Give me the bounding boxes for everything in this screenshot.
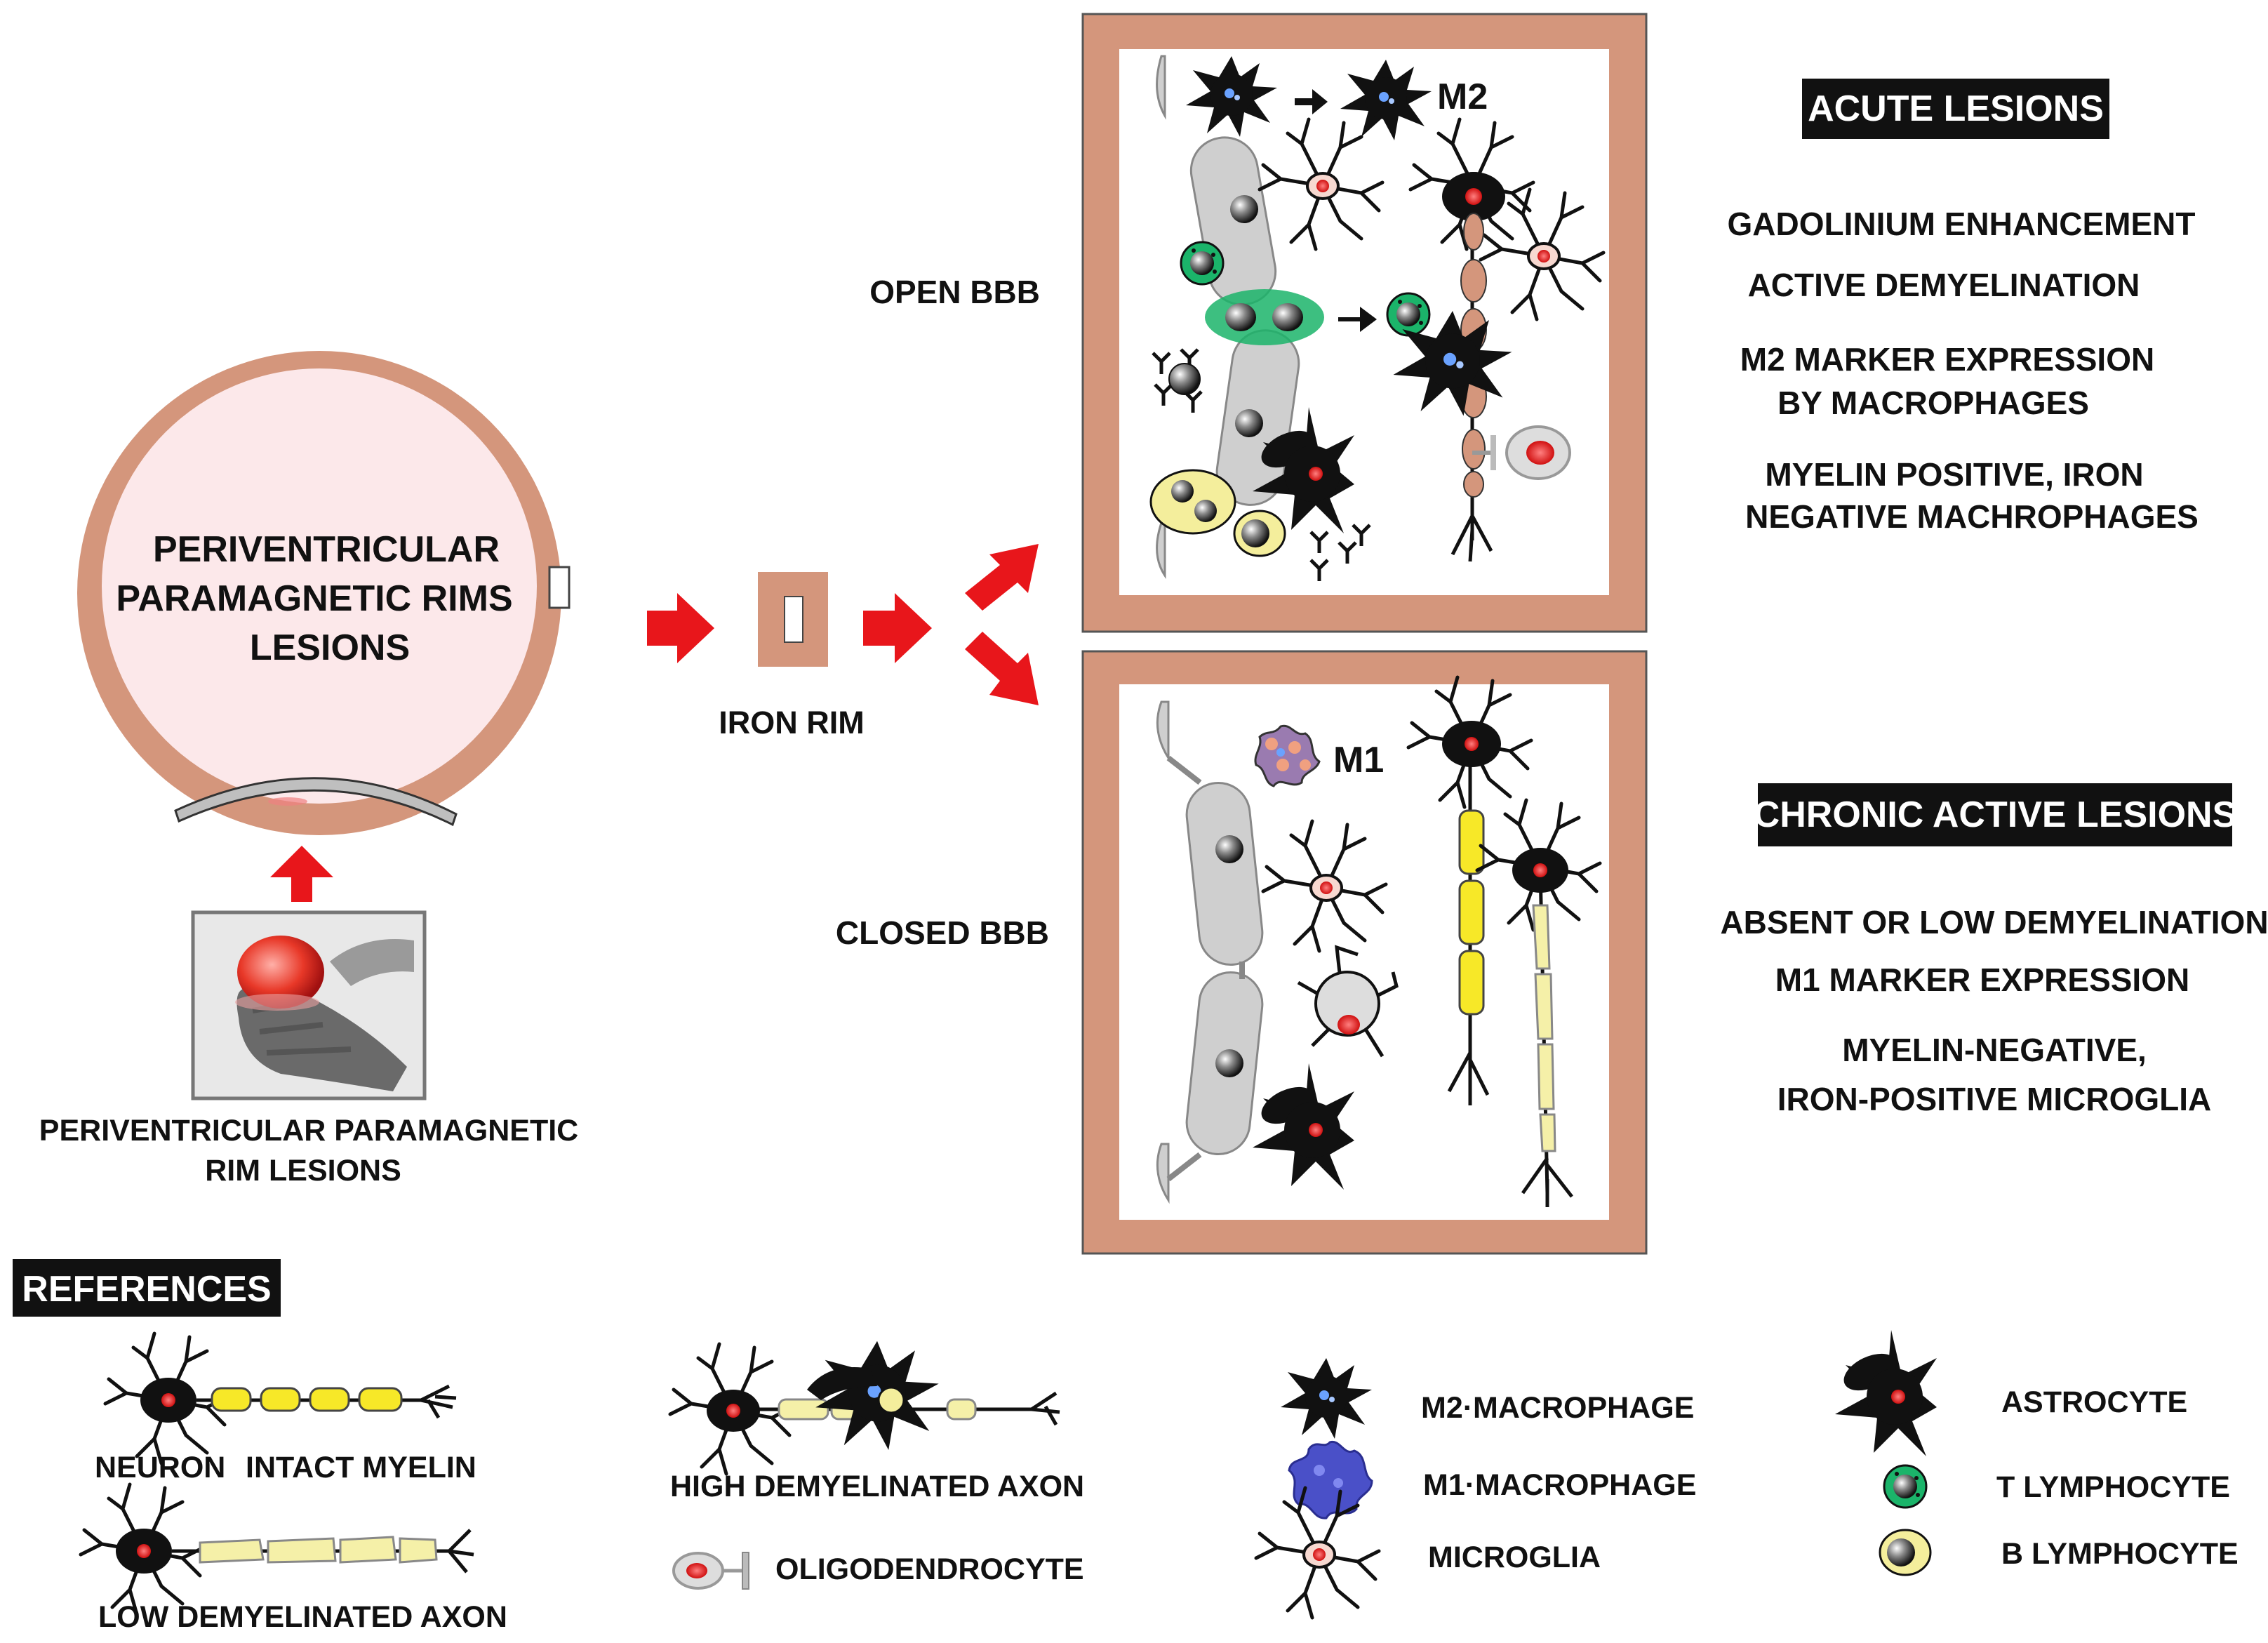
ref-astrocyte-label: ASTROCYTE <box>2001 1385 2187 1419</box>
arrow-down-right <box>965 632 1039 705</box>
m1-panel-macrophage <box>1254 724 1321 787</box>
arrow-right-1 <box>647 593 714 663</box>
chronic-line-3: MYELIN-NEGATIVE, <box>1842 1032 2147 1068</box>
iron-rim-label: IRON RIM <box>719 705 865 740</box>
acute-header: ACUTE LESIONS <box>1808 88 2104 129</box>
ref-intact-myelin-label: INTACT MYELIN <box>246 1451 476 1484</box>
references-header-box <box>13 1259 281 1317</box>
acute-line-4: BY MACROPHAGES <box>1777 385 2089 421</box>
ventricle-band <box>174 777 458 827</box>
references-header: REFERENCES <box>22 1269 271 1310</box>
ref-oligodendrocyte-label: OLIGODENDROCYTE <box>775 1552 1084 1586</box>
chronic-panel: M1 <box>1081 650 1648 1255</box>
lesion-title-line-1: PERIVENTRICULAR <box>153 529 500 570</box>
ref-oligodendrocyte <box>672 1552 749 1590</box>
acute-line-1: GADOLINIUM ENHANCEMENT <box>1728 206 2196 242</box>
ref-m1-label: M1·MACROPHAGE <box>1423 1468 1696 1502</box>
ref-neuron-label: NEURON <box>95 1451 225 1484</box>
mri-thumbnail <box>191 910 427 1100</box>
ref-t-cell-label: T LYMPHOCYTE <box>1996 1470 2230 1504</box>
chronic-line-4: IRON-POSITIVE MICROGLIA <box>1777 1081 2211 1117</box>
ref-m2-icon <box>1281 1358 1372 1439</box>
ref-t-cell-icon <box>1883 1464 1928 1509</box>
ref-m2-label: M2·MACROPHAGE <box>1421 1391 1694 1425</box>
acute-line-3: M2 MARKER EXPRESSION <box>1740 341 2154 378</box>
arrow-up <box>270 846 333 902</box>
acute-line-5: MYELIN POSITIVE, IRON <box>1765 456 2143 493</box>
ref-b-cell-icon <box>1879 1529 1932 1576</box>
ref-neuron-intact <box>105 1333 457 1463</box>
iron-rim-symbol <box>758 572 828 667</box>
ref-high-demyelinated <box>670 1341 1060 1474</box>
m2-label: M2 <box>1437 77 1488 117</box>
chronic-header: CHRONIC ACTIVE LESIONS <box>1754 794 2237 835</box>
ref-astrocyte-icon <box>1835 1330 1937 1456</box>
m1-label: M1 <box>1333 740 1384 780</box>
ref-microglia-label: MICROGLIA <box>1428 1541 1601 1574</box>
acute-header-box <box>1802 79 2109 139</box>
open-bbb-label: OPEN BBB <box>869 274 1040 310</box>
chronic-line-2: M1 MARKER EXPRESSION <box>1775 962 2189 998</box>
ref-low-demyelinated-label: LOW DEMYELINATED AXON <box>98 1600 507 1634</box>
mri-caption-line-1: PERIVENTRICULAR PARAMAGNETIC <box>39 1114 578 1148</box>
acute-line-2: ACTIVE DEMYELINATION <box>1748 267 2140 303</box>
lesion-title-line-2: PARAMAGNETIC RIMS <box>116 578 512 619</box>
chronic-line-1: ABSENT OR LOW DEMYELINATION <box>1720 904 2268 940</box>
chronic-header-box <box>1758 783 2232 846</box>
closed-bbb-label: CLOSED BBB <box>836 914 1049 951</box>
acute-panel: M2 <box>1081 13 1648 633</box>
acute-line-6: NEGATIVE MACHROPHAGES <box>1745 498 2199 535</box>
ref-high-demyelinated-label: HIGH DEMYELINATED AXON <box>670 1470 1084 1503</box>
lesion-edge-marker <box>548 566 571 609</box>
arrow-up-right <box>965 544 1039 611</box>
lesion-title-line-3: LESIONS <box>250 627 410 668</box>
arrow-right-2 <box>863 593 932 663</box>
ref-low-demyelinated <box>81 1484 474 1614</box>
lesion-circle <box>77 351 571 835</box>
mri-caption-line-2: RIM LESIONS <box>205 1154 401 1188</box>
ref-b-cell-label: B LYMPHOCYTE <box>2001 1537 2239 1571</box>
